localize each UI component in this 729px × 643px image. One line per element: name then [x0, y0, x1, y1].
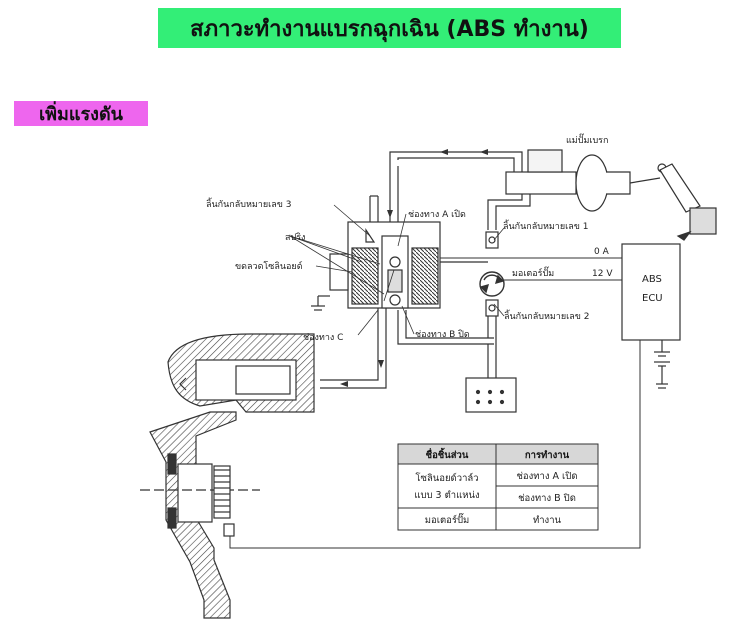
label-pump-motor: มอเตอร์ปั๊ม [512, 266, 554, 279]
abs-ecu-box [621, 243, 681, 341]
page-title: สภาวะทำงานแบรกฉุกเฉิน (ABS ทำงาน) [158, 8, 621, 48]
state-label: เพิ่มแรงดัน [14, 101, 148, 126]
master-cylinder-label: แม่ปั๊มเบรก [566, 133, 608, 146]
table-cell-part-2: มอเตอร์ปั๊ม [425, 512, 470, 526]
label-check-valve-1: ลิ้นกันกลับหมายเลข 1 [503, 219, 588, 232]
leader-lines [289, 204, 505, 336]
solenoid-valve [318, 221, 441, 309]
ground-icon [311, 296, 325, 311]
reservoir [465, 377, 517, 413]
table-cell-op-2: ทำงาน [533, 515, 562, 526]
table-cell-op-1a: ช่องทาง A เปิด [516, 471, 577, 482]
table-cell-op-1b: ช่องทาง B ปิด [518, 493, 576, 504]
label-check-valve-3: ลิ้นกันกลับหมายเลข 3 [206, 197, 291, 210]
master-cylinder [505, 149, 717, 241]
ecu-label-line2: ECU [642, 293, 663, 304]
signal-12v: 12 V [592, 269, 613, 279]
ecu-label-line1: ABS [642, 274, 662, 285]
pump-icon [479, 271, 505, 297]
table-header-part: ชื่อชิ้นส่วน [426, 447, 469, 461]
label-solenoid-coil: ขดลวดโซลินอยด์ [235, 260, 303, 272]
signal-0a: 0 A [594, 247, 610, 257]
label-spring: สปริง [285, 232, 305, 243]
label-port-c: ช่องทาง C [303, 333, 343, 343]
table-cell-part-1b: แบบ 3 ตำแหน่ง [414, 490, 479, 501]
table-header-operation: การทำงาน [525, 450, 570, 461]
check-valve-2 [485, 299, 499, 317]
operation-table [397, 443, 599, 531]
brake-pipes [320, 151, 531, 389]
label-check-valve-2: ลิ้นกันกลับหมายเลข 2 [504, 309, 589, 322]
wheel-hub [140, 411, 260, 619]
label-port-b-closed: ช่องทาง B ปิด [415, 329, 470, 340]
label-port-a-open: ช่องทาง A เปิด [408, 209, 466, 220]
brake-caliper [167, 333, 315, 413]
flow-arrows [340, 149, 488, 387]
table-cell-part-1a: โซลินอยด์วาล์ว [415, 472, 478, 484]
check-valve-1 [485, 231, 499, 249]
speed-sensor-wire [229, 340, 641, 549]
battery-icon [654, 340, 670, 389]
